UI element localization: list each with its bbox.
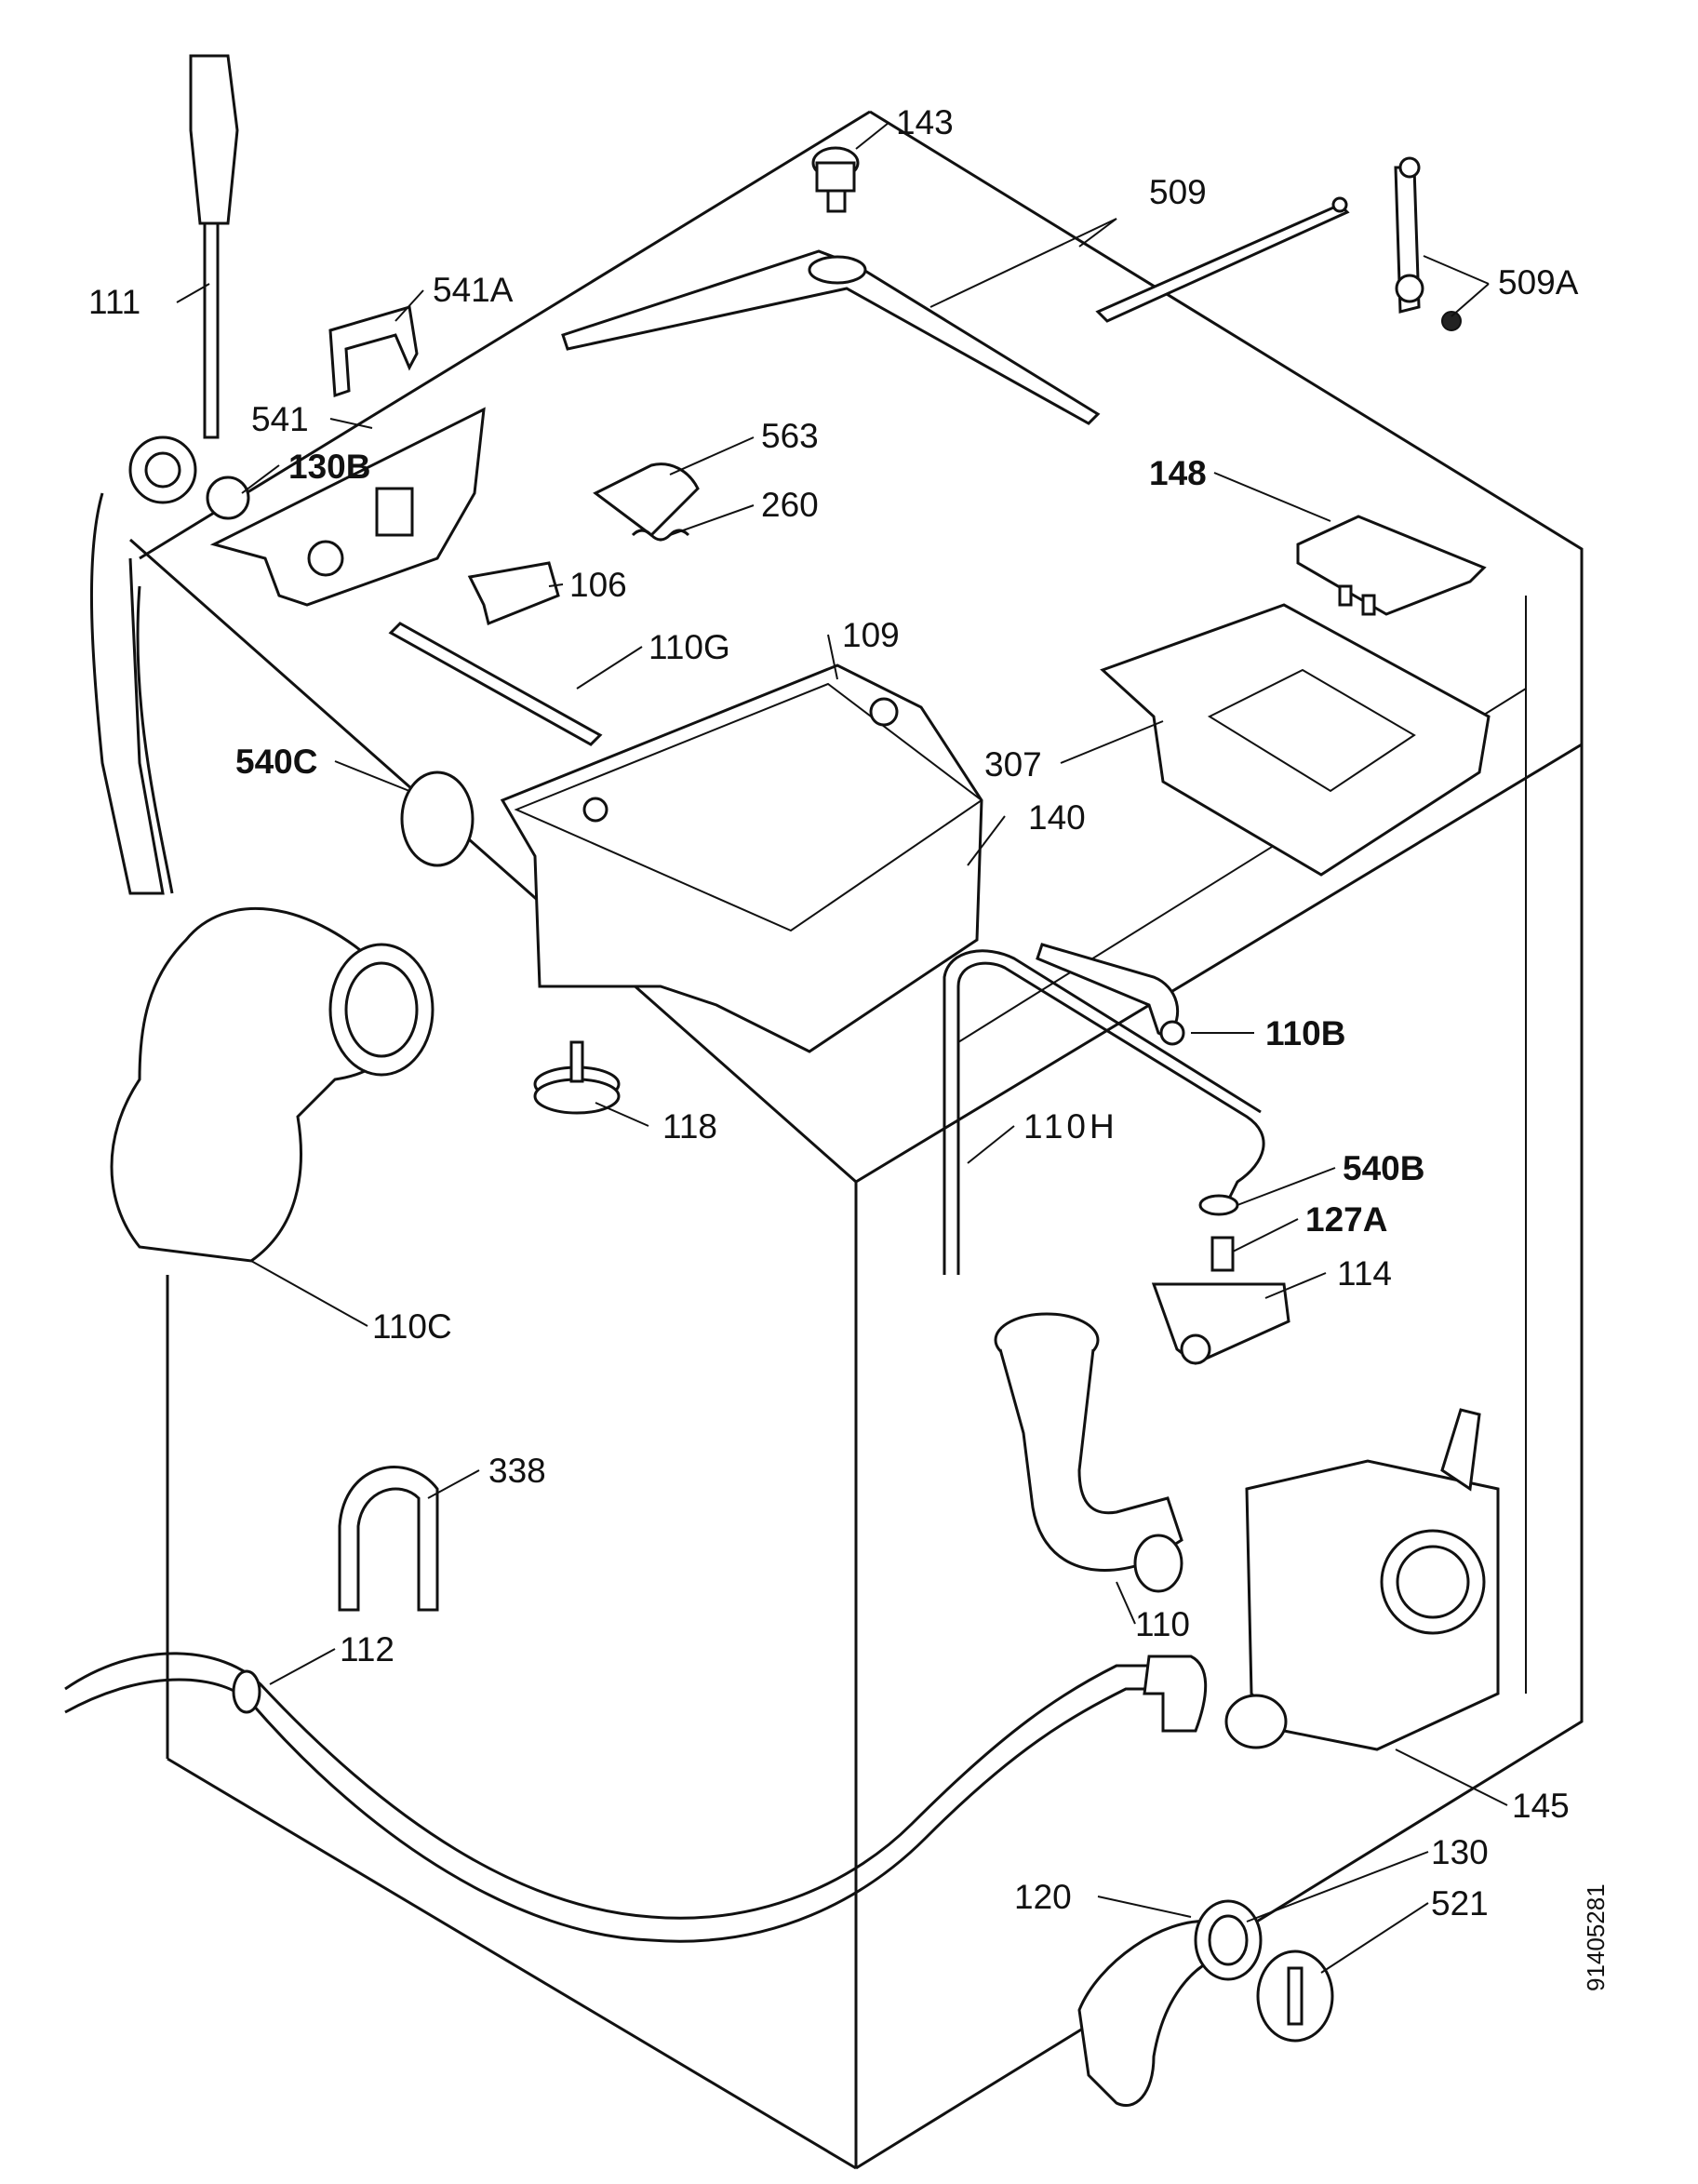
label-part-118: 118 [662,1107,717,1146]
part-127a-nozzle [1210,1236,1235,1272]
part-118-wheel [533,1040,621,1115]
document-code: 91405281 [1582,1883,1610,1991]
part-110h-pipe [943,949,1265,1275]
part-114-sensor [1151,1282,1290,1365]
part-145-pump [1224,1408,1500,1751]
label-part-541a: 541A [433,271,514,309]
label-part-143: 143 [896,103,954,141]
part-509-lever [561,196,1350,425]
label-part-540b: 540B [1343,1149,1425,1187]
part-307-drawer [1100,603,1491,877]
part-110g-tube [388,622,603,746]
label-part-106: 106 [569,566,627,604]
part-130b-fitting [89,435,250,895]
part-109-dispenser [500,663,983,1053]
label-part-338: 338 [488,1452,546,1490]
part-521-cap [1256,1950,1334,2043]
part-541a-clip [328,305,419,398]
label-part-541: 541 [251,400,309,438]
label-part-130: 130 [1431,1833,1489,1871]
leader-lines [176,122,1508,1974]
label-part-120: 120 [1014,1878,1072,1916]
label-part-110g: 110G [648,628,730,666]
part-541-panel [209,407,486,607]
part-260-spring [631,529,690,542]
label-part-509: 509 [1149,173,1207,211]
label-part-109: 109 [842,616,900,654]
label-part-111: 111 [88,283,141,321]
part-120-filter [1077,1920,1231,2107]
label-part-509a: 509A [1498,263,1579,301]
part-148-housing [1296,515,1487,616]
label-part-307: 307 [984,745,1042,784]
part-112-drain-hose [64,1652,1208,1943]
label-part-563: 563 [761,417,819,455]
cabinet-outline [129,110,1584,2170]
part-540b-clamp [1198,1194,1239,1216]
part-338-bracket [338,1466,439,1612]
label-part-145: 145 [1512,1787,1570,1825]
part-540c-ring [400,770,475,867]
part-130-seal [1194,1899,1263,1981]
part-110b-bellows [1036,943,1185,1046]
label-part-110: 110 [1135,1605,1190,1643]
label-part-260: 260 [761,486,819,524]
label-part-112: 112 [340,1630,394,1668]
label-part-130b: 130B [288,448,371,486]
label-part-140: 140 [1028,798,1086,837]
part-143-knob [811,146,860,213]
label-part-521: 521 [1431,1884,1489,1923]
label-part-127a: 127A [1305,1200,1388,1239]
label-part-110c: 110C [372,1307,452,1346]
label-part-148: 148 [1149,454,1207,492]
label-part-110b: 110B [1265,1014,1346,1052]
part-563-cam [593,462,700,537]
label-part-114: 114 [1337,1254,1392,1293]
part-111-inlet-hose [189,54,239,439]
part-509a-rod [1394,156,1462,331]
part-106-switch [467,561,560,626]
label-part-110h: 110H [1023,1107,1118,1146]
part-110c-bellows [110,906,435,1263]
label-part-540c: 540C [235,743,318,781]
part-110-sump-hose [994,1312,1183,1593]
